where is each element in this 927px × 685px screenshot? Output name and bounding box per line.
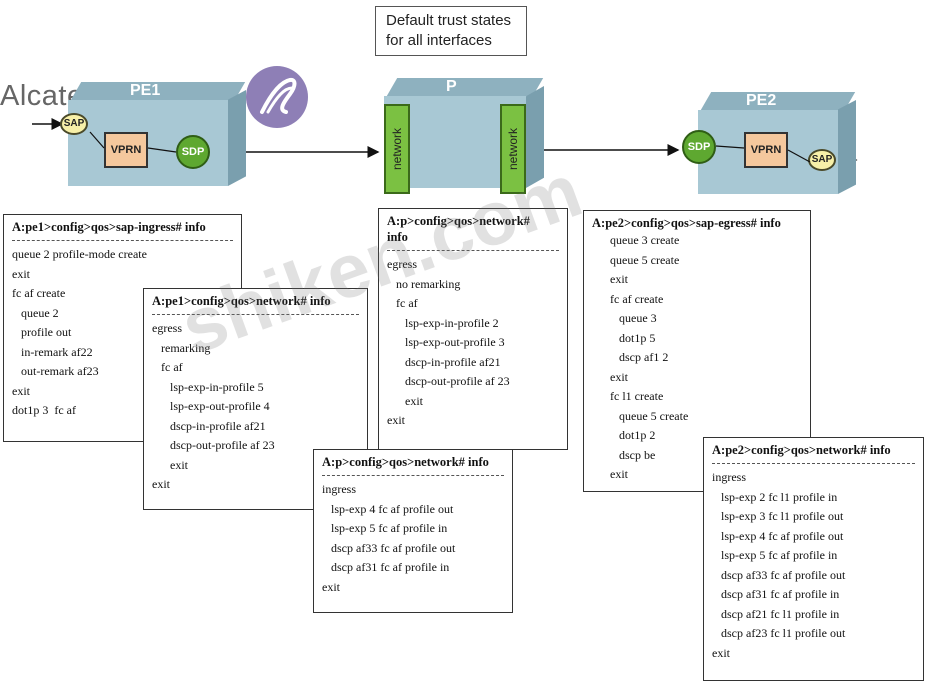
p-network-interface-right: network [500,104,526,194]
config-line: ingress [712,470,746,484]
pe2-title: PE2 [746,92,777,109]
config-line: lsp-exp 3 fc l1 profile out [712,509,844,523]
trust-note-line2: for all interfaces [386,32,492,49]
pe2-sdp: SDP [682,130,716,164]
pe1-sdp: SDP [176,135,210,169]
p-title: P [446,78,457,95]
config-line: queue 2 [12,305,59,320]
pe2-sap: SAP [808,149,836,171]
p-net-right-label: network [506,127,520,171]
config-line: dot1p 2 [592,428,656,442]
config-line: exit [12,266,30,281]
p-network-ingress-header: A:p>config>qos>network# info [322,455,489,469]
config-line: remarking [152,340,211,355]
pe1-title: PE1 [130,82,161,99]
config-line: exit [387,413,405,427]
config-line: exit [322,579,340,594]
config-line: exit [712,645,730,660]
config-line: fc af [152,360,183,374]
alcatel-lucent-logo-icon [246,66,308,128]
config-line: no remarking [387,276,461,291]
config-line: lsp-exp-in-profile 5 [152,379,264,394]
separator [387,248,559,251]
config-line: lsp-exp 4 fc af profile out [712,528,844,543]
config-line: profile out [12,325,72,339]
pe1-network-config: A:pe1>config>qos>network# info egress re… [143,288,368,510]
pe1-vprn: VPRN [104,132,148,168]
config-line: ingress [322,482,356,496]
config-line: fc af create [592,291,664,306]
config-line: lsp-exp 2 fc l1 profile in [712,489,838,504]
config-line: lsp-exp-in-profile 2 [387,315,499,330]
config-line: exit [592,272,628,286]
config-line: exit [387,393,423,408]
config-line: queue 5 create [592,252,680,267]
config-line: dscp-out-profile af 23 [387,374,510,388]
pe2-vprn: VPRN [744,132,788,168]
p-network-ingress-config: A:p>config>qos>network# info ingress lsp… [313,449,513,613]
config-line: fc l1 create [592,389,664,403]
config-line: dscp af21 fc l1 profile in [712,606,840,621]
config-line: in-remark af22 [12,344,93,359]
trust-states-note: Default trust states for all interfaces [375,6,527,56]
config-line: dscp-out-profile af 23 [152,438,275,452]
config-line: fc af create [12,286,66,300]
config-line: dscp af31 fc af profile in [322,560,450,574]
config-line: dscp af23 fc l1 profile out [712,626,846,640]
config-line: dot1p 3 fc af [12,403,76,417]
config-line: dscp af33 fc af profile out [322,540,456,555]
separator [12,238,233,241]
separator [322,473,504,476]
pe2-network-config: A:pe2>config>qos>network# info ingress l… [703,437,924,681]
config-line: queue 2 profile-mode create [12,247,147,261]
pe1-network-header: A:pe1>config>qos>network# info [152,294,331,308]
pe1-sap-ingress-header: A:pe1>config>qos>sap-ingress# info [12,220,206,234]
pe1-internal-links [89,131,177,153]
pe2-network-header: A:pe2>config>qos>network# info [712,443,891,457]
config-line: exit [592,467,628,481]
config-line: exit [12,383,30,398]
config-line: queue 3 [592,311,657,325]
p-network-egress-config: A:p>config>qos>network# info egress no r… [378,208,568,450]
config-line: lsp-exp-out-profile 4 [152,399,270,413]
pe2-sap-egress-header: A:pe2>config>qos>sap-egress# info [592,216,781,230]
pe2-internal-links [715,145,811,163]
config-line: dscp af33 fc af profile out [712,567,846,582]
config-line: exit [152,477,170,491]
config-line: dot1p 5 [592,330,656,345]
p-egress-header-line2: info [387,230,408,244]
trust-note-line1: Default trust states [386,12,512,29]
config-line: exit [152,457,188,472]
pe1-sap: SAP [60,113,88,135]
p-network-interface-left: network [384,104,410,194]
pe1-router: PE1 [68,82,248,186]
p-egress-header-line1: A:p>config>qos>network# [387,214,530,228]
p-network-egress-header: A:p>config>qos>network# info [379,209,567,245]
pe2-sap-egress-config: A:pe2>config>qos>sap-egress# info queue … [583,210,811,492]
config-line: lsp-exp 5 fc af profile in [712,548,838,562]
config-line: egress [387,257,417,271]
config-line: lsp-exp 5 fc af profile in [322,521,448,535]
config-line: dscp af31 fc af profile in [712,587,840,601]
separator [152,312,359,315]
config-line: queue 5 create [592,408,689,423]
config-line: dscp af1 2 [592,350,669,364]
config-line: queue 3 create [592,233,680,247]
config-line: fc af [387,296,418,310]
config-line: lsp-exp-out-profile 3 [387,335,505,349]
config-line: lsp-exp 4 fc af profile out [322,501,454,516]
config-line: dscp be [592,447,656,462]
separator [712,461,915,464]
config-line: dscp-in-profile af21 [387,354,501,369]
config-line: dscp-in-profile af21 [152,418,266,433]
config-line: out-remark af23 [12,364,99,378]
config-line: egress [152,321,182,335]
p-net-left-label: network [390,127,404,171]
config-line: exit [592,369,628,384]
